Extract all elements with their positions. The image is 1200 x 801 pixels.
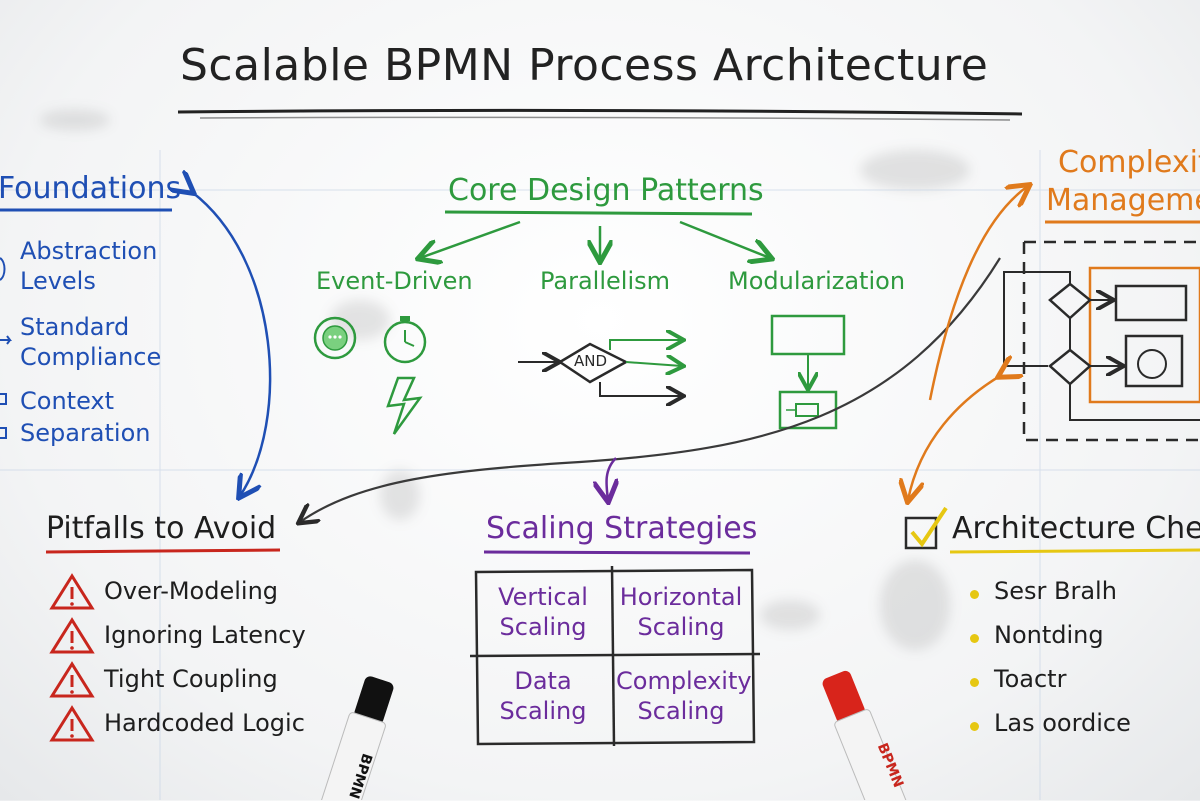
checkbox-icon [904, 506, 948, 550]
scaling-underline [483, 550, 751, 555]
arrow-to-complexity [928, 186, 1028, 401]
bullet-dot [970, 722, 979, 731]
foundation-item-1-line2: Levels [20, 267, 96, 295]
smudge [40, 110, 110, 130]
warning-icon [49, 661, 95, 698]
and-gateway-diagram [518, 340, 682, 396]
checklist-item: Sesr Bralh [994, 577, 1117, 605]
scaling-heading: Scaling Strategies [486, 511, 758, 546]
complexity-pitfalls-arrow [300, 257, 1001, 522]
foundation-item-1-line1: Abstraction [20, 237, 158, 265]
pattern-event-driven: Event-Driven [316, 267, 473, 295]
page-title: Scalable BPMN Process Architecture [180, 40, 989, 91]
smudge [760, 600, 820, 630]
subprocess-diagram [1003, 240, 1200, 442]
foundations-pitfalls-arrow [192, 192, 272, 496]
foundations-heading: Foundations [0, 171, 182, 206]
checklist-item: Nontding [994, 621, 1104, 649]
timer-event-icon [383, 316, 427, 364]
bullet-dot [970, 590, 979, 599]
foundation-item-2-line2: Compliance [20, 343, 162, 371]
foundation-bullets [0, 257, 12, 439]
smudge [860, 150, 970, 190]
foundation-item-2-line1: Standard [20, 313, 130, 341]
foundation-item-3-line1: Context [20, 387, 115, 415]
arrow-to-event-driven [420, 220, 521, 258]
bullet-dot [970, 678, 979, 687]
and-gateway-label: AND [574, 352, 608, 370]
complexity-heading-line2: Managemen [1046, 183, 1200, 218]
scaling-grid [469, 565, 761, 747]
checklist-item: Toactr [994, 665, 1067, 693]
warning-icon [49, 617, 95, 654]
red-marker [822, 670, 910, 800]
core-patterns-heading: Core Design Patterns [448, 173, 764, 208]
checklist-heading: Architecture Check [952, 511, 1200, 546]
smudge [880, 560, 950, 650]
arrow-to-modularization [679, 220, 770, 258]
warning-icon [49, 573, 95, 610]
bullet-dot [970, 634, 979, 643]
arrow-to-scaling [606, 457, 616, 500]
title-underline-2 [199, 116, 1011, 121]
pitfall-item: Over-Modeling [104, 577, 279, 605]
checklist-underline [949, 548, 1200, 554]
message-event-icon [313, 316, 357, 360]
black-marker [316, 676, 394, 800]
pitfalls-underline [45, 548, 281, 554]
pitfalls-heading: Pitfalls to Avoid [46, 511, 277, 546]
pitfall-item: Ignoring Latency [104, 621, 306, 649]
pattern-parallelism: Parallelism [540, 267, 670, 295]
warning-icon [49, 705, 95, 742]
complexity-checklist-arrow [908, 376, 1000, 500]
pitfall-item: Hardcoded Logic [104, 709, 305, 737]
checklist-item: Las oordice [994, 709, 1131, 737]
core-underline [444, 210, 753, 216]
title-underline [177, 108, 1023, 116]
pattern-modularization: Modularization [728, 267, 906, 295]
foundation-item-3-line2: Separation [20, 419, 151, 447]
complexity-heading-line1: Complexity [1058, 145, 1200, 180]
pitfall-item: Tight Coupling [104, 665, 278, 693]
lightning-icon [386, 376, 423, 435]
